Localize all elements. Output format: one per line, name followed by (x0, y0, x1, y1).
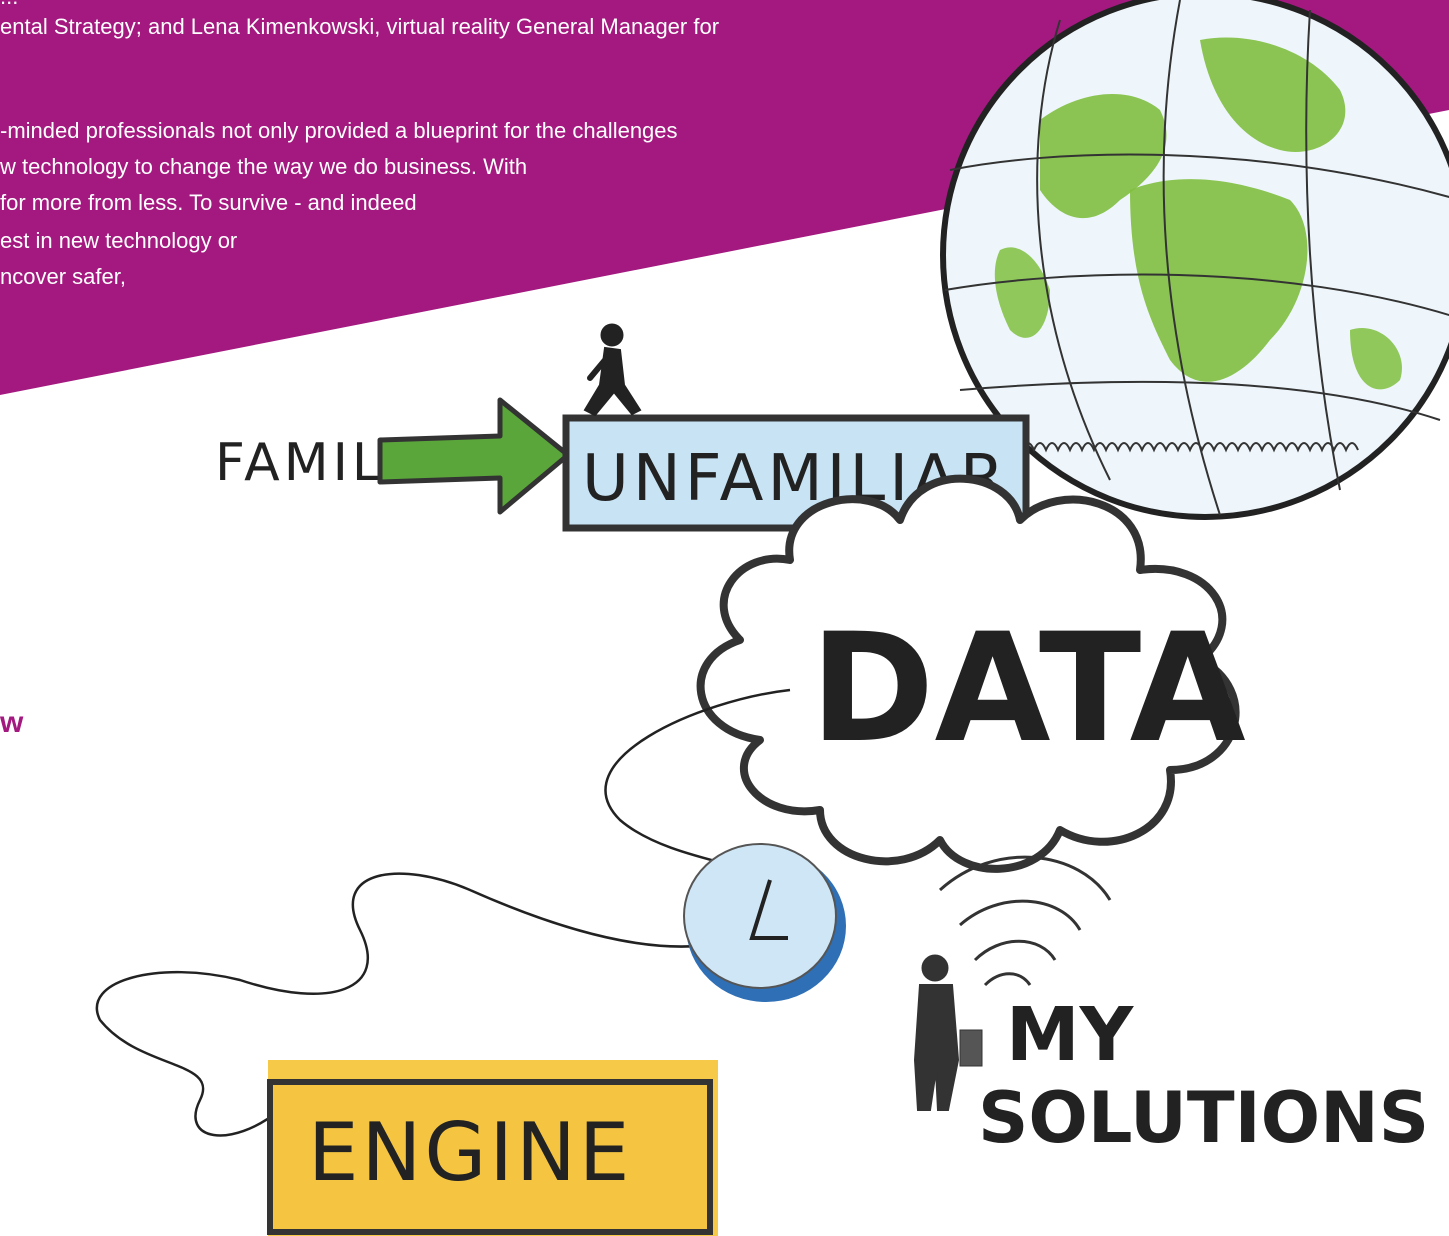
engine-box (267, 1060, 718, 1236)
signal-waves-icon (938, 855, 1112, 987)
globe-icon (940, 0, 1449, 520)
banner-text-line-4: for more from less. To survive - and ind… (0, 190, 417, 215)
data-label: DATA (810, 602, 1246, 776)
data-cloud (696, 474, 1240, 873)
clock-icon (683, 843, 846, 1002)
person-with-device-icon (913, 954, 983, 1111)
engine-label: ENGINE (308, 1106, 632, 1199)
arrow-icon (377, 397, 571, 515)
banner-text-line-6: ncover safer, (0, 264, 126, 289)
banner-text-line-1: ental Strategy; and Lena Kimenkowski, vi… (0, 14, 720, 39)
side-heading-fragment: w (0, 706, 24, 739)
banner-text-line-3: w technology to change the way we do bus… (0, 154, 528, 179)
banner-text-line-2: -minded professionals not only provided … (0, 118, 678, 143)
banner-text-line-5: est in new technology or (0, 228, 238, 253)
cable-line (95, 688, 792, 1137)
solutions-label: SOLUTIONS (978, 1077, 1429, 1159)
person-walking-icon (583, 323, 642, 417)
my-label: MY (1006, 992, 1135, 1078)
banner-text-line-0: ... (0, 0, 18, 12)
